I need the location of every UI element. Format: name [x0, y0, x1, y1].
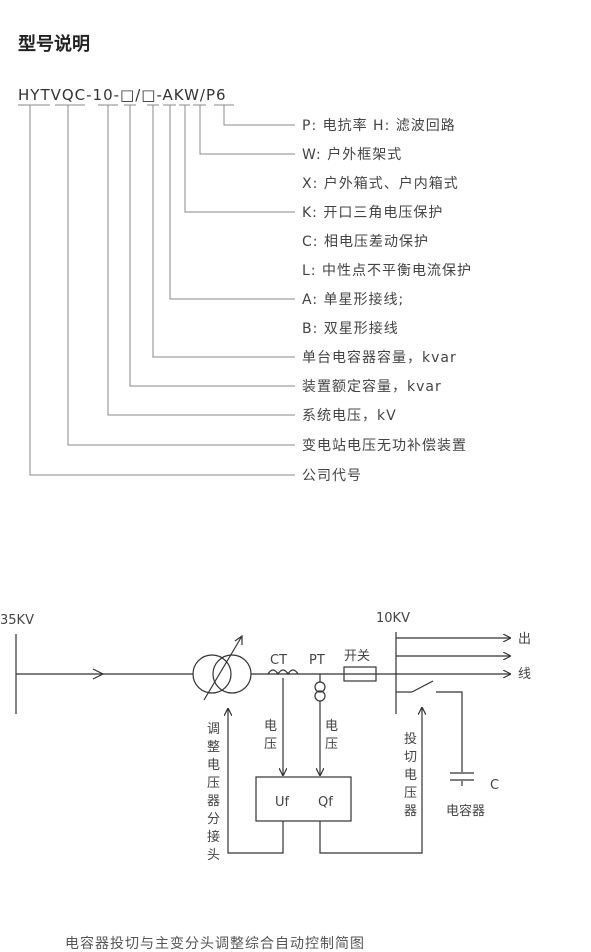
capacitor-name: 电容器 — [446, 803, 485, 819]
capacitor-letter: C — [490, 778, 499, 793]
uf-label: Uf — [275, 795, 290, 810]
flow-arrow-icon — [92, 668, 105, 680]
svg-text:压: 压 — [404, 786, 417, 801]
qf-label: Qf — [318, 795, 333, 810]
svg-text:头: 头 — [207, 848, 220, 863]
svg-text:压: 压 — [207, 776, 220, 791]
switch-icon — [343, 666, 377, 682]
svg-text:调: 调 — [207, 722, 220, 737]
controller-box — [255, 776, 352, 822]
voltage-label: 压 — [264, 737, 277, 752]
svg-text:分: 分 — [207, 812, 220, 827]
legend-item: W: 户外框架式 — [302, 146, 402, 163]
bus-35kv-label: 35KV — [0, 613, 34, 628]
legend-item: 变电站电压无功补偿装置 — [302, 438, 467, 454]
model-leader-lines — [18, 104, 295, 476]
svg-text:整: 整 — [207, 740, 220, 755]
switch-capacitor-label: 投 切 电 压 器 — [404, 731, 417, 819]
voltage-label: 电 — [325, 719, 338, 734]
svg-text:器: 器 — [207, 794, 220, 809]
ct-icon — [267, 669, 299, 676]
legend-item: L: 中性点不平衡电流保护 — [302, 263, 472, 279]
bus-10kv-label: 10KV — [376, 611, 410, 626]
legend-item: B: 双星形接线 — [302, 320, 399, 337]
capacitor-switch-icon — [411, 680, 434, 693]
pt-label: PT — [309, 653, 325, 668]
legend-item: X: 户外箱式、户内箱式 — [302, 175, 459, 192]
svg-text:电: 电 — [207, 758, 220, 773]
svg-text:接: 接 — [207, 829, 220, 845]
legend-item: 公司代号 — [302, 468, 362, 484]
voltage-label: 电 — [264, 719, 277, 734]
model-code: HYTVQC-10-□/□-AKW/P6 — [18, 86, 227, 104]
diagram-caption: 电容器投切与主变分头调整综合自动控制简图 — [65, 935, 365, 952]
transformer-icon — [192, 634, 252, 701]
svg-text:投: 投 — [404, 731, 417, 747]
legend-item: P: 电抗率 H: 滤波回路 — [302, 117, 456, 134]
voltage-label: 压 — [325, 737, 338, 752]
legend-item: 单台电容器容量，kvar — [302, 349, 457, 366]
adjust-tap-label: 调 整 电 压 器 分 接 头 — [207, 722, 220, 863]
model-legend: P: 电抗率 H: 滤波回路 W: 户外框架式 X: 户外箱式、户内箱式 K: … — [302, 117, 472, 484]
legend-item: K: 开口三角电压保护 — [302, 205, 443, 221]
ct-label: CT — [270, 653, 287, 668]
capacitor-icon — [450, 772, 474, 781]
legend-item: 装置额定容量，kvar — [302, 378, 442, 395]
legend-item: A: 单星形接线; — [302, 291, 404, 308]
svg-text:器: 器 — [404, 804, 417, 819]
switch-label: 开关 — [344, 649, 370, 664]
outgoing-label: 出 — [518, 632, 531, 647]
legend-item: 系统电压，kV — [302, 408, 397, 424]
outgoing-label: 线 — [518, 667, 531, 682]
pt-icon — [314, 681, 326, 702]
svg-text:切: 切 — [404, 750, 417, 765]
section-title: 型号说明 — [18, 34, 90, 55]
svg-text:电: 电 — [404, 768, 417, 783]
legend-item: C: 相电压差动保护 — [302, 234, 429, 250]
